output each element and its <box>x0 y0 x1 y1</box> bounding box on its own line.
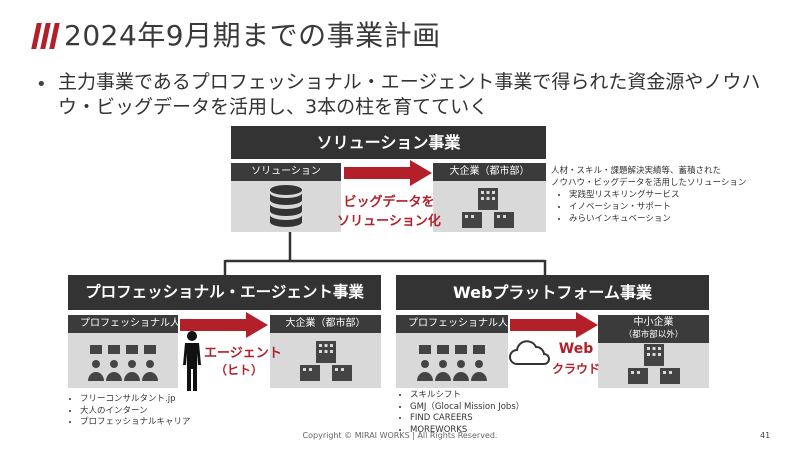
list-item: フリーコンサルタント.jp <box>80 394 262 406</box>
solution-right-label: 大企業（都市部） <box>433 163 546 181</box>
person-silhouette-icon <box>183 331 201 391</box>
web-right-label-line-1: 中小企業 <box>633 317 674 328</box>
list-item: イノベーション・サポート <box>569 201 791 213</box>
list-item: 実践型リスキリングサービス <box>569 189 791 201</box>
web-right-label-line-2: （都市部以外） <box>623 330 684 340</box>
page-number: 41 <box>760 431 771 440</box>
web-item-list: スキルシフト GMJ（Glocal Mission Jobs） FIND CAR… <box>392 390 632 436</box>
solution-arrow-text-1: ビッグデータを <box>343 195 435 210</box>
buildings-icon <box>300 341 352 381</box>
solution-arrow-icon <box>344 160 432 186</box>
web-business-title: Webプラットフォーム事業 <box>396 275 709 310</box>
web-left-label: プロフェッショナル人材 <box>396 315 518 333</box>
agent-arrow-text-2: （ヒト） <box>214 363 263 377</box>
buildings-icon <box>628 344 680 384</box>
solution-desc-line-2: ノウハウ・ビッグデータを活用したソリューション <box>551 178 747 188</box>
web-right-label: 中小企業 （都市部以外） <box>598 315 709 343</box>
solution-description: 人材・スキル・課題解決実績等、蓄積された ノウハウ・ビッグデータを活用したソリュ… <box>551 165 791 225</box>
solution-left-label: ソリューション <box>231 163 341 181</box>
list-item: スキルシフト <box>410 390 632 402</box>
database-icon <box>270 185 302 227</box>
page-title: 2024年9月期までの事業計画 <box>64 19 441 52</box>
list-item: FIND CAREERS <box>410 413 632 425</box>
web-arrow-icon <box>510 312 598 338</box>
list-item: プロフェッショナルキャリア <box>80 417 262 429</box>
web-left-panel <box>396 333 508 388</box>
list-item: GMJ（Glocal Mission Jobs） <box>410 402 632 414</box>
buildings-icon <box>462 188 514 228</box>
bullet-marker: • <box>36 74 47 95</box>
agent-left-label: プロフェッショナル人材 <box>68 315 190 333</box>
agent-left-panel <box>68 333 178 388</box>
bullet-text: 主力事業であるプロフェッショナル・エージェント事業で得られた資金源やノウハウ・ビ… <box>58 71 761 118</box>
cloud-icon <box>509 340 550 365</box>
solution-arrow-text-2: ソリューション化 <box>337 214 441 229</box>
agent-right-label: 大企業（都市部） <box>270 315 381 333</box>
agent-arrow-text-1: エージェント <box>204 346 282 361</box>
web-arrow-text-1: Web <box>558 341 594 357</box>
copyright-text: Copyright © MIRAI WORKS | All Rights Res… <box>302 431 498 440</box>
solution-business-title: ソリューション事業 <box>231 126 546 159</box>
agent-item-list: フリーコンサルタント.jp 大人のインターン プロフェッショナルキャリア <box>62 394 262 429</box>
agent-arrow-icon <box>180 312 268 338</box>
list-item: みらいインキュベーション <box>569 213 791 225</box>
solution-item-list: 実践型リスキリングサービス イノベーション・サポート みらいインキュベーション <box>551 189 791 225</box>
list-item: 大人のインターン <box>80 406 262 418</box>
people-icon <box>88 345 158 381</box>
agent-business-title: プロフェッショナル・エージェント事業 <box>68 275 381 310</box>
people-icon <box>417 345 487 381</box>
solution-desc-line-1: 人材・スキル・課題解決実績等、蓄積された <box>551 166 722 176</box>
web-arrow-text-2: クラウド <box>551 362 600 376</box>
list-item: MOREWORKS <box>410 425 632 437</box>
